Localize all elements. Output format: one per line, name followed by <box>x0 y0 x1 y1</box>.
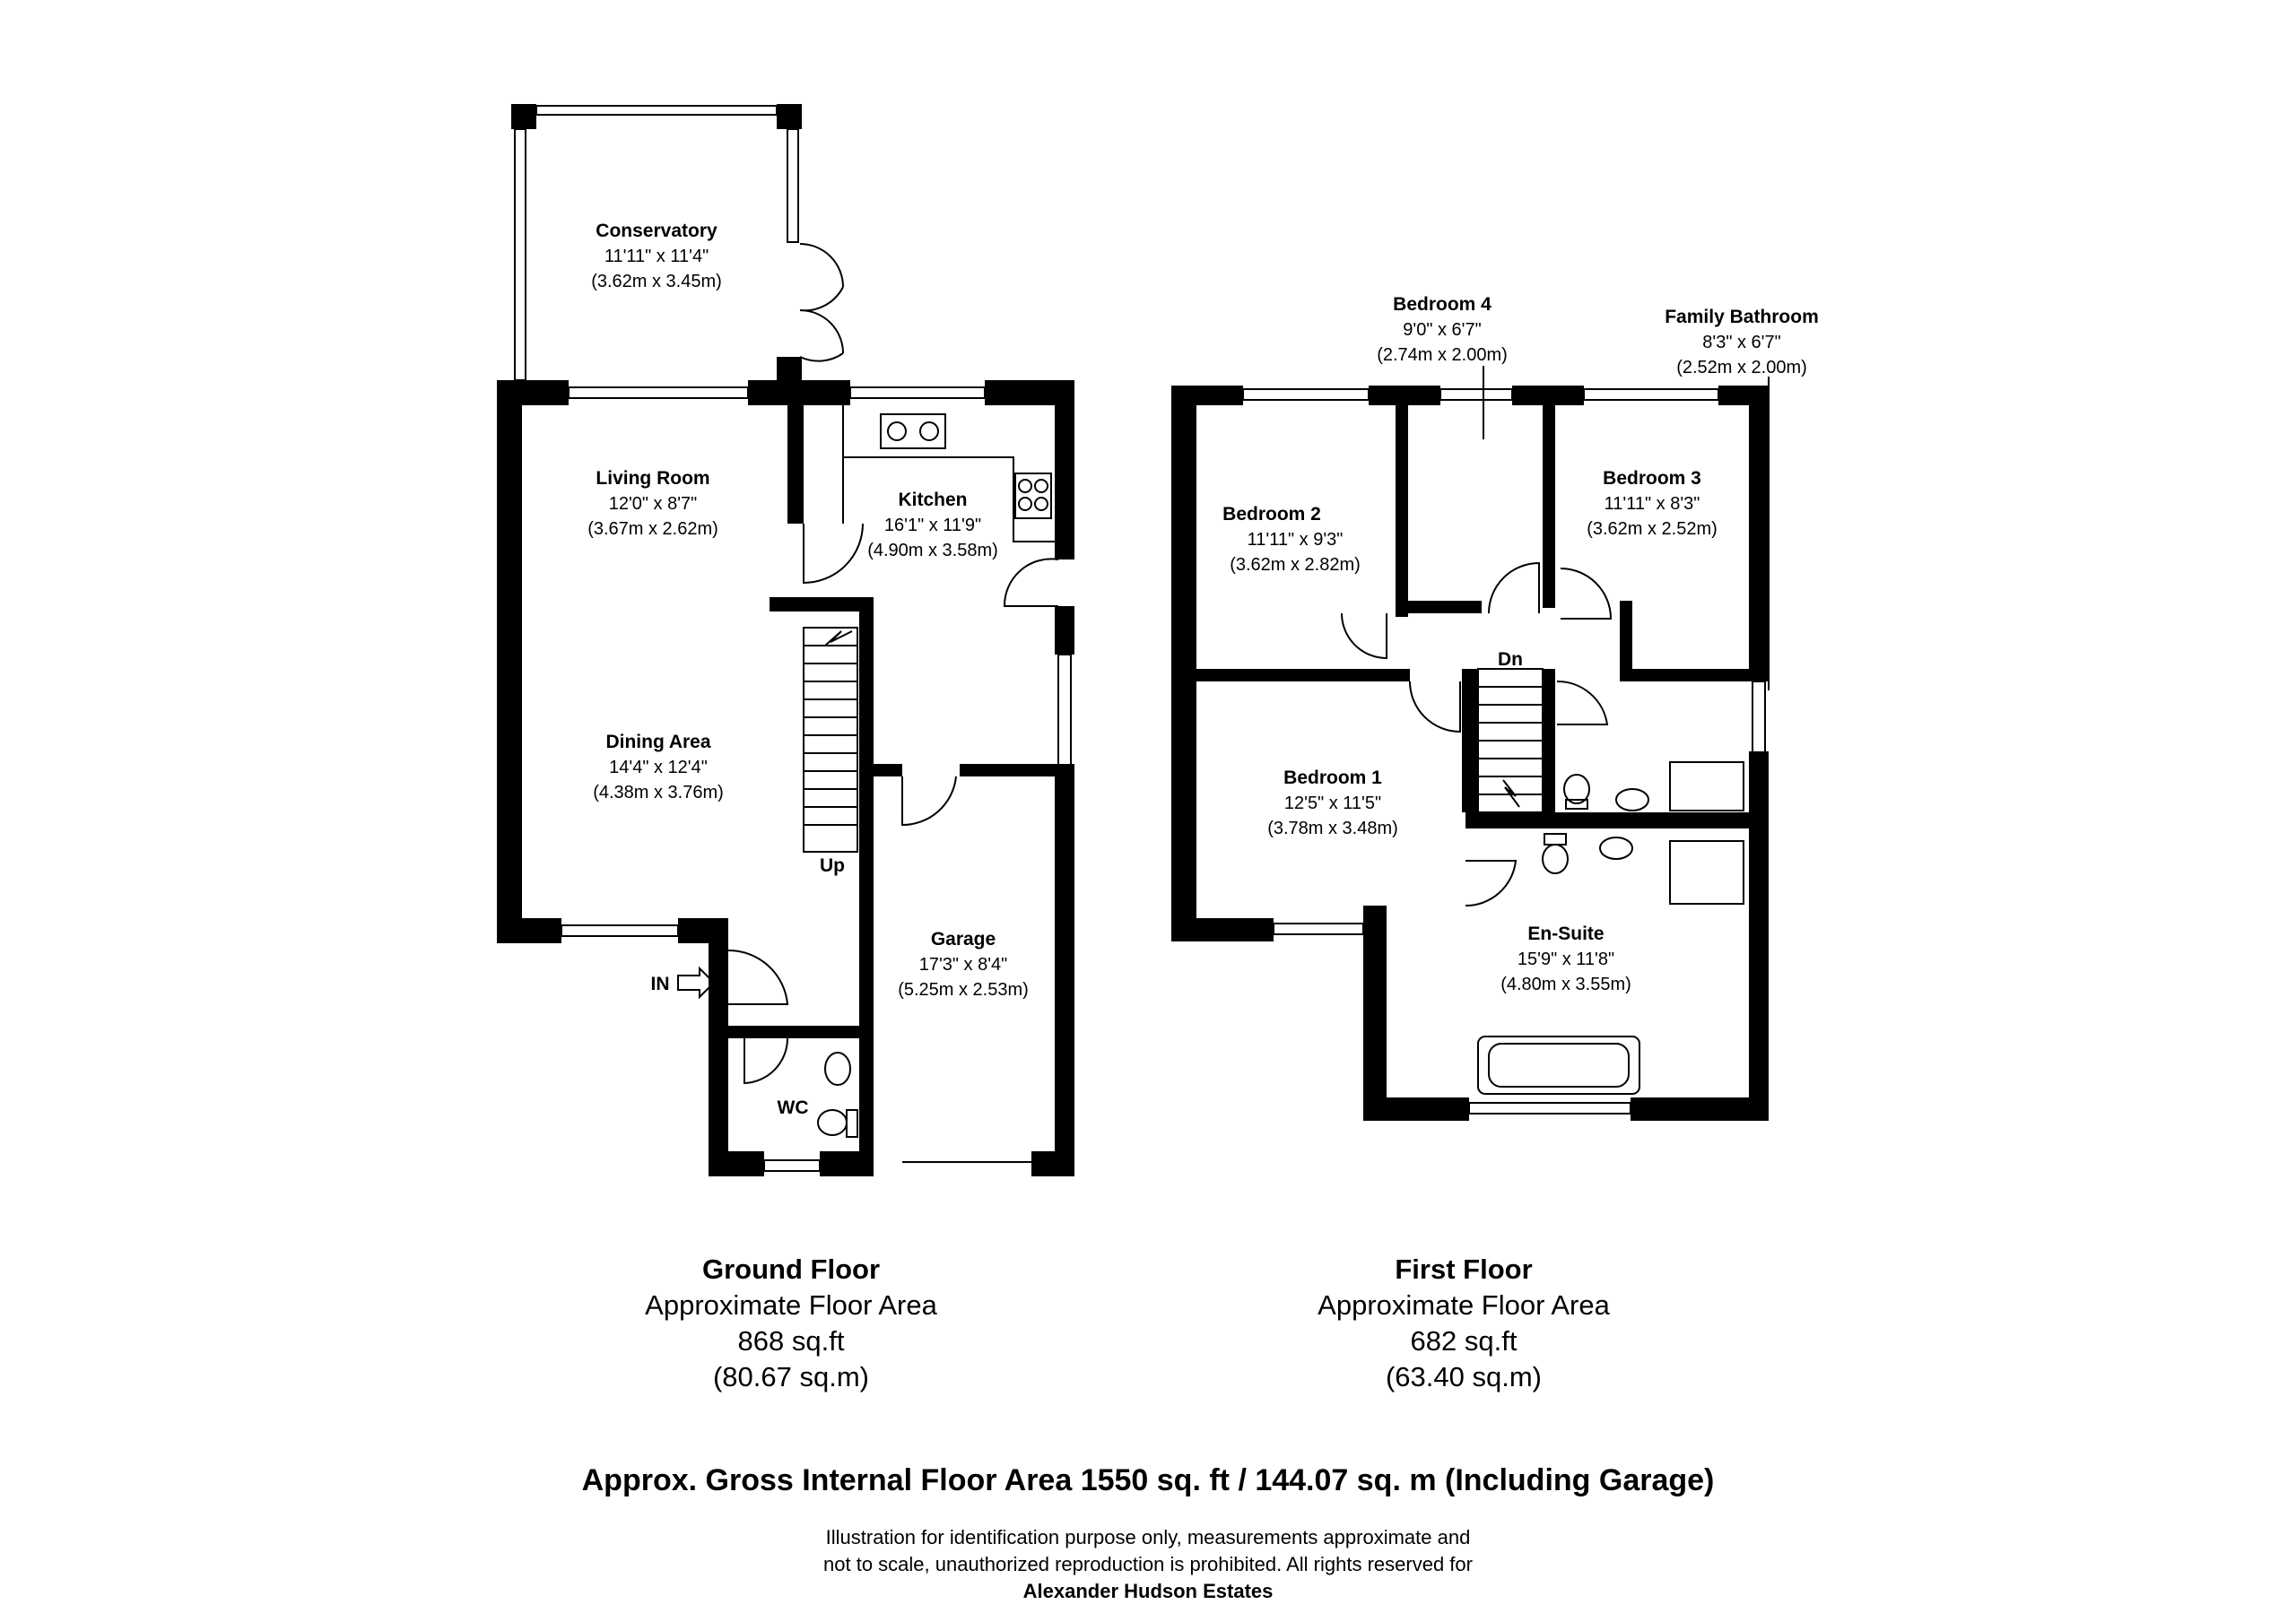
entrance-label: IN <box>651 974 670 994</box>
room-label-en-suite: En-Suite 15'9" x 11'8" (4.80m x 3.55m) <box>1500 924 1631 994</box>
wc-label: WC <box>778 1097 809 1118</box>
room-dimensions-metric: (3.62m x 3.45m) <box>591 272 722 291</box>
room-label-kitchen: Kitchen 16'1" x 11'9" (4.90m x 3.58m) <box>867 490 998 560</box>
room-name: Kitchen <box>898 490 967 510</box>
ground-stair-treads <box>804 630 857 826</box>
room-dimensions-imperial: 16'1" x 11'9" <box>884 516 981 535</box>
room-dimensions-metric: (2.52m x 2.00m) <box>1676 358 1807 377</box>
first-floor-title: First Floor <box>1395 1253 1533 1285</box>
ground-floor-title: Ground Floor <box>701 1253 881 1285</box>
room-dimensions-metric: (3.62m x 2.52m) <box>1587 519 1718 539</box>
disclaimer-line-2: not to scale, unauthorized reproduction … <box>823 1553 1473 1575</box>
room-dimensions-metric: (3.62m x 2.82m) <box>1230 555 1361 575</box>
room-dimensions-imperial: 11'11" x 11'4" <box>604 247 709 266</box>
first-room-labels: Bedroom 4 9'0" x 6'7" (2.74m x 2.00m) Fa… <box>1222 294 1819 994</box>
gross-floor-area: Approx. Gross Internal Floor Area 1550 s… <box>581 1463 1715 1497</box>
room-dimensions-imperial: 17'3" x 8'4" <box>919 955 1008 975</box>
room-dimensions-imperial: 15'9" x 11'8" <box>1518 950 1614 969</box>
room-dimensions-metric: (4.90m x 3.58m) <box>867 541 998 560</box>
room-dimensions-metric: (4.38m x 3.76m) <box>593 783 724 802</box>
room-name: Conservatory <box>596 221 718 241</box>
ground-floor-area-sqft: 868 sq.ft <box>737 1325 845 1357</box>
room-dimensions-metric: (5.25m x 2.53m) <box>898 980 1029 1000</box>
first-floor-plan <box>1171 377 1770 1121</box>
stairs-up-label: Up <box>820 855 845 876</box>
room-dimensions-metric: (3.67m x 2.62m) <box>587 519 718 539</box>
ground-floor-plan <box>497 104 1074 1176</box>
room-dimensions-metric: (2.74m x 2.00m) <box>1377 345 1508 365</box>
first-floor-caption: First Floor Approximate Floor Area 682 s… <box>1204 1252 1724 1395</box>
ground-floor-caption: Ground Floor Approximate Floor Area 868 … <box>531 1252 1051 1395</box>
room-name: Bedroom 3 <box>1603 468 1701 489</box>
room-dimensions-imperial: 11'11" x 9'3" <box>1248 530 1344 550</box>
room-label-bedroom-2: Bedroom 2 11'11" x 9'3" (3.62m x 2.82m) <box>1222 504 1361 575</box>
room-dimensions-imperial: 8'3" x 6'7" <box>1702 333 1780 352</box>
room-dimensions-metric: (3.78m x 3.48m) <box>1267 819 1398 838</box>
room-label-family-bathroom: Family Bathroom 8'3" x 6'7" (2.52m x 2.0… <box>1665 307 1819 377</box>
room-name: Bedroom 4 <box>1393 294 1492 315</box>
company-name: Alexander Hudson Estates <box>1022 1580 1274 1602</box>
room-label-bedroom-3: Bedroom 3 11'11" x 8'3" (3.62m x 2.52m) <box>1587 468 1718 539</box>
room-name: Dining Area <box>605 732 710 752</box>
room-name: Garage <box>931 929 996 950</box>
room-label-garage: Garage 17'3" x 8'4" (5.25m x 2.53m) <box>898 929 1029 1000</box>
room-label-bedroom-1: Bedroom 1 12'5" x 11'5" (3.78m x 3.48m) <box>1267 768 1398 838</box>
room-label-conservatory: Conservatory 11'11" x 11'4" (3.62m x 3.4… <box>591 221 722 291</box>
room-label-bedroom-4: Bedroom 4 9'0" x 6'7" (2.74m x 2.00m) <box>1377 294 1508 365</box>
ground-floor-subtitle: Approximate Floor Area <box>645 1289 937 1321</box>
room-dimensions-metric: (4.80m x 3.55m) <box>1500 975 1631 994</box>
room-dimensions-imperial: 14'4" x 12'4" <box>609 758 708 777</box>
disclaimer-line-1: Illustration for identification purpose … <box>825 1526 1471 1548</box>
room-dimensions-imperial: 9'0" x 6'7" <box>1403 320 1481 340</box>
room-name: Living Room <box>596 468 709 489</box>
room-dimensions-imperial: 11'11" x 8'3" <box>1605 494 1700 514</box>
room-label-dining-area: Dining Area 14'4" x 12'4" (4.38m x 3.76m… <box>593 732 724 802</box>
room-label-living-room: Living Room 12'0" x 8'7" (3.67m x 2.62m) <box>587 468 718 539</box>
first-floor-area-sqft: 682 sq.ft <box>1410 1325 1518 1357</box>
ground-floor-area-sqm: (80.67 sq.m) <box>712 1361 869 1392</box>
room-name: En-Suite <box>1527 924 1604 944</box>
first-stair-treads <box>1478 686 1543 808</box>
room-name: Family Bathroom <box>1665 307 1819 327</box>
room-dimensions-imperial: 12'5" x 11'5" <box>1284 794 1381 813</box>
disclaimer: Illustration for identification purpose … <box>0 1524 2296 1605</box>
room-name: Bedroom 1 <box>1283 768 1382 788</box>
first-floor-area-sqm: (63.40 sq.m) <box>1385 1361 1542 1392</box>
room-name: Bedroom 2 <box>1222 504 1321 525</box>
first-floor-subtitle: Approximate Floor Area <box>1318 1289 1610 1321</box>
stairs-down-label: Dn <box>1498 649 1523 670</box>
room-dimensions-imperial: 12'0" x 8'7" <box>609 494 698 514</box>
ground-room-labels: Conservatory 11'11" x 11'4" (3.62m x 3.4… <box>587 221 1029 1118</box>
